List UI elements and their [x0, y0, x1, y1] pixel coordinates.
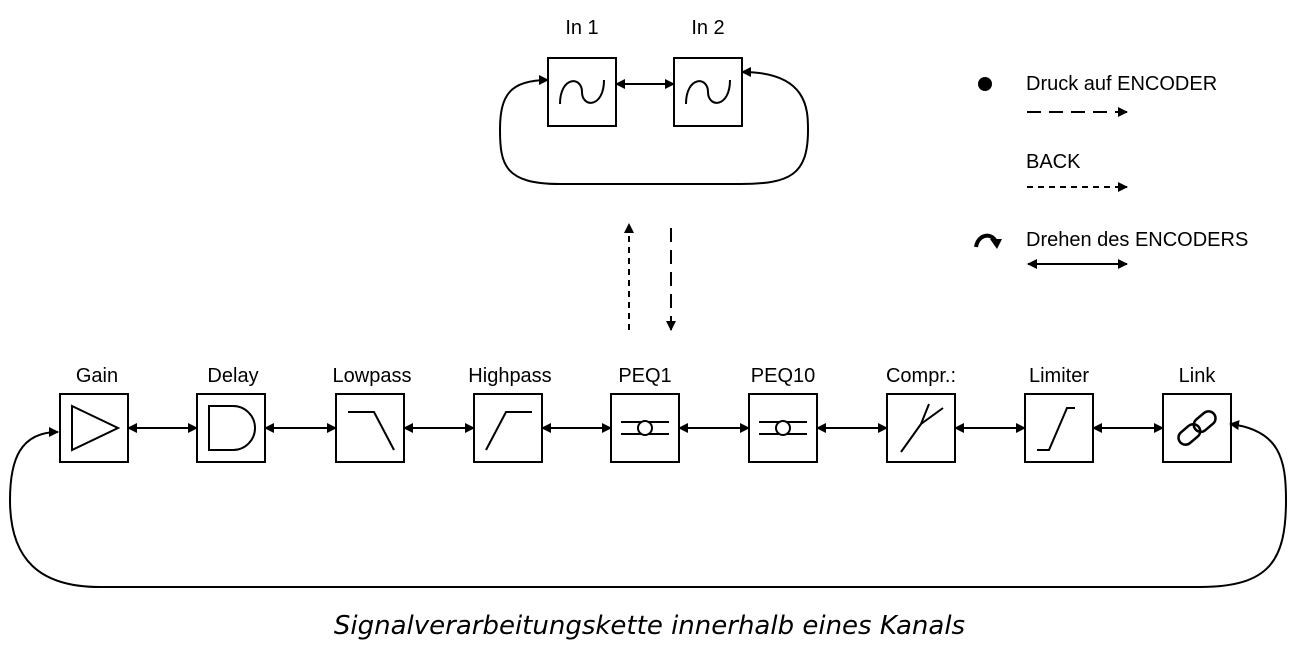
chain-block-frame	[473, 393, 543, 463]
curved-arrow-icon	[974, 233, 1002, 249]
legend-back-label: BACK	[1026, 151, 1081, 173]
chain-block-limiter[interactable]	[1024, 393, 1094, 463]
input-label-in1: In 1	[565, 17, 599, 39]
sine-wave-icon	[685, 79, 731, 105]
chain-block-highpass[interactable]	[473, 393, 543, 463]
chain-block-frame	[335, 393, 405, 463]
input-block-in2[interactable]	[673, 57, 743, 127]
input-block-in1[interactable]	[547, 57, 617, 127]
legend-turn-label: Drehen des ENCODERS	[1026, 229, 1249, 251]
chain-block-peq10[interactable]	[748, 393, 818, 463]
chain-block-gain[interactable]	[59, 393, 129, 463]
chain-block-lowpass[interactable]	[335, 393, 405, 463]
chain-block-delay[interactable]	[196, 393, 266, 463]
lowpass-curve-icon	[348, 411, 395, 451]
block-label-highpass: Highpass	[468, 365, 552, 387]
diagram-caption: Signalverarbeitungskette innerhalb eines…	[333, 611, 966, 641]
filled-dot-icon	[978, 77, 992, 91]
block-label-peq1: PEQ1	[618, 365, 672, 387]
block-label-peq10: PEQ10	[750, 365, 816, 387]
block-label-compr: Compr.:	[885, 365, 957, 387]
input-loop-arrow	[498, 67, 810, 185]
processing-chain	[59, 393, 1232, 463]
input-label-in2: In 2	[691, 17, 725, 39]
highpass-curve-icon	[485, 411, 532, 451]
chain-block-link[interactable]	[1162, 393, 1232, 463]
chain-block-peq1[interactable]	[610, 393, 680, 463]
legend-press-label: Druck auf ENCODER	[1026, 73, 1218, 95]
block-label-gain: Gain	[75, 365, 119, 387]
block-label-limiter: Limiter	[1028, 365, 1090, 387]
block-label-delay: Delay	[207, 365, 259, 387]
block-label-link: Link	[1178, 365, 1216, 387]
sine-wave-icon	[559, 79, 605, 105]
chain-loop-arrow	[8, 420, 1288, 588]
chain-block-compr[interactable]	[886, 393, 956, 463]
block-label-lowpass: Lowpass	[332, 365, 412, 387]
chain-block-frame	[886, 393, 956, 463]
chain-block-frame	[1162, 393, 1232, 463]
